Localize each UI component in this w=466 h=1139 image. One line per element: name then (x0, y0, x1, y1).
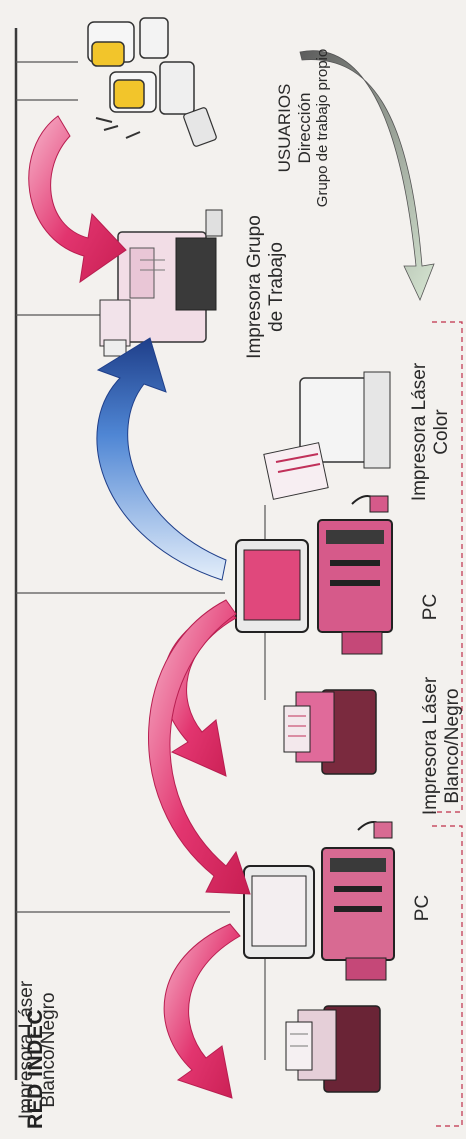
users-line3: Grupo de trabajo propio (314, 18, 331, 238)
pc-left-illustration (244, 822, 394, 980)
dashed-box-left (432, 826, 462, 1126)
color-laser-label: Impresora Láser Color (409, 352, 457, 512)
bw-laser-right-illustration (284, 690, 376, 774)
pc-right-label: PC (420, 587, 444, 627)
bw-laser-left-line2: Blanco/Negro (38, 968, 60, 1132)
arrow-pc-to-workgroup (97, 338, 226, 580)
pc-right-illustration (236, 496, 392, 654)
arrow-pc-left-to-bw (164, 924, 240, 1098)
color-laser-line2: Color (431, 352, 453, 512)
bw-laser-left-illustration (286, 1006, 380, 1092)
bw-laser-right-line2: Blanco/Negro (442, 664, 464, 828)
users-computers-illustration (88, 18, 217, 147)
workgroup-printer-label: Impresora Grupo de Trabajo (244, 202, 292, 372)
workgroup-printer-line1: Impresora Grupo (244, 202, 266, 372)
bw-laser-right-label: Impresora Láser Blanco/Negro (420, 664, 466, 828)
users-line2: Dirección (295, 18, 315, 238)
workgroup-printer-illustration (100, 210, 222, 356)
bw-laser-right-line1: Impresora Láser (420, 664, 442, 828)
bw-laser-left-line1: Impresora Láser (16, 968, 38, 1132)
color-laser-line1: Impresora Láser (409, 352, 431, 512)
pc-left-label: PC (412, 888, 436, 928)
workgroup-printer-line2: de Trabajo (266, 202, 288, 372)
color-laser-printer-illustration (264, 372, 390, 499)
bw-laser-left-label: Impresora Láser Blanco/Negro (16, 968, 64, 1132)
arrow-users-to-workgroup (29, 116, 126, 282)
